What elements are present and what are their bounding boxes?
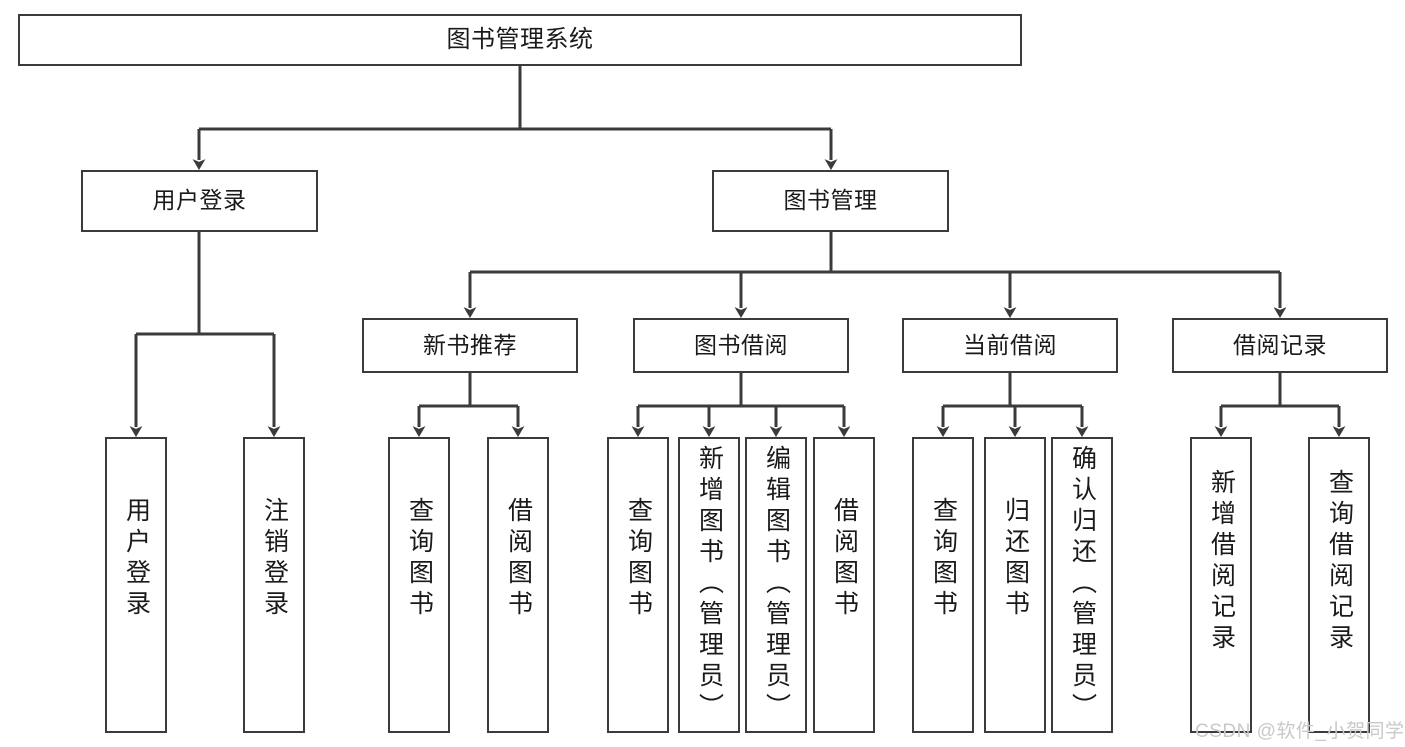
csdn-watermark: CSDN @软件_小贺同学 (1195, 721, 1405, 742)
leaf-query-borrow-record[interactable]: 查询借阅记录 (1308, 437, 1370, 733)
leaf-borrow-book-recommend[interactable]: 借阅图书 (487, 437, 549, 733)
node-borrow-record[interactable]: 借阅记录 (1172, 318, 1388, 373)
node-book-borrow-label: 图书借阅 (694, 331, 788, 358)
leaf-query-book-current[interactable]: 查询图书 (912, 437, 974, 733)
leaf-query-book-borrow-label: 查询图书 (624, 497, 653, 621)
leaf-borrow-book-recommend-label: 借阅图书 (504, 497, 533, 621)
node-root-label: 图书管理系统 (446, 25, 594, 53)
leaf-add-borrow-record[interactable]: 新增借阅记录 (1190, 437, 1252, 733)
leaf-user-login-label: 用户登录 (122, 497, 151, 621)
leaf-confirm-return-admin-label: 确认归还（管理员） (1068, 445, 1097, 724)
node-book-management[interactable]: 图书管理 (712, 170, 949, 232)
leaf-borrow-book[interactable]: 借阅图书 (813, 437, 875, 733)
leaf-confirm-return-admin[interactable]: 确认归还（管理员） (1051, 437, 1113, 733)
leaf-user-login[interactable]: 用户登录 (105, 437, 167, 733)
node-borrow-record-label: 借阅记录 (1233, 331, 1327, 358)
leaf-add-borrow-record-label: 新增借阅记录 (1207, 469, 1236, 655)
node-book-borrow[interactable]: 图书借阅 (633, 318, 849, 373)
leaf-query-book-borrow[interactable]: 查询图书 (607, 437, 669, 733)
leaf-edit-book-admin[interactable]: 编辑图书（管理员） (745, 437, 807, 733)
leaf-logout-label: 注销登录 (260, 497, 289, 621)
node-user-login[interactable]: 用户登录 (81, 170, 318, 232)
node-root[interactable]: 图书管理系统 (18, 14, 1022, 66)
node-user-login-label: 用户登录 (152, 187, 247, 214)
node-new-book-recommend-label: 新书推荐 (423, 331, 517, 358)
leaf-edit-book-admin-label: 编辑图书（管理员） (762, 445, 791, 724)
node-book-management-label: 图书管理 (783, 187, 878, 214)
leaf-query-book-recommend-label: 查询图书 (405, 497, 434, 621)
leaf-add-book-admin[interactable]: 新增图书（管理员） (678, 437, 740, 733)
leaf-borrow-book-label: 借阅图书 (830, 497, 859, 621)
leaf-query-borrow-record-label: 查询借阅记录 (1325, 469, 1354, 655)
node-current-borrow-label: 当前借阅 (963, 331, 1057, 358)
leaf-query-book-current-label: 查询图书 (929, 497, 958, 621)
leaf-return-book[interactable]: 归还图书 (984, 437, 1046, 733)
node-new-book-recommend[interactable]: 新书推荐 (362, 318, 578, 373)
leaf-logout[interactable]: 注销登录 (243, 437, 305, 733)
leaf-query-book-recommend[interactable]: 查询图书 (388, 437, 450, 733)
leaf-add-book-admin-label: 新增图书（管理员） (695, 445, 724, 724)
node-current-borrow[interactable]: 当前借阅 (902, 318, 1118, 373)
leaf-return-book-label: 归还图书 (1001, 497, 1030, 621)
